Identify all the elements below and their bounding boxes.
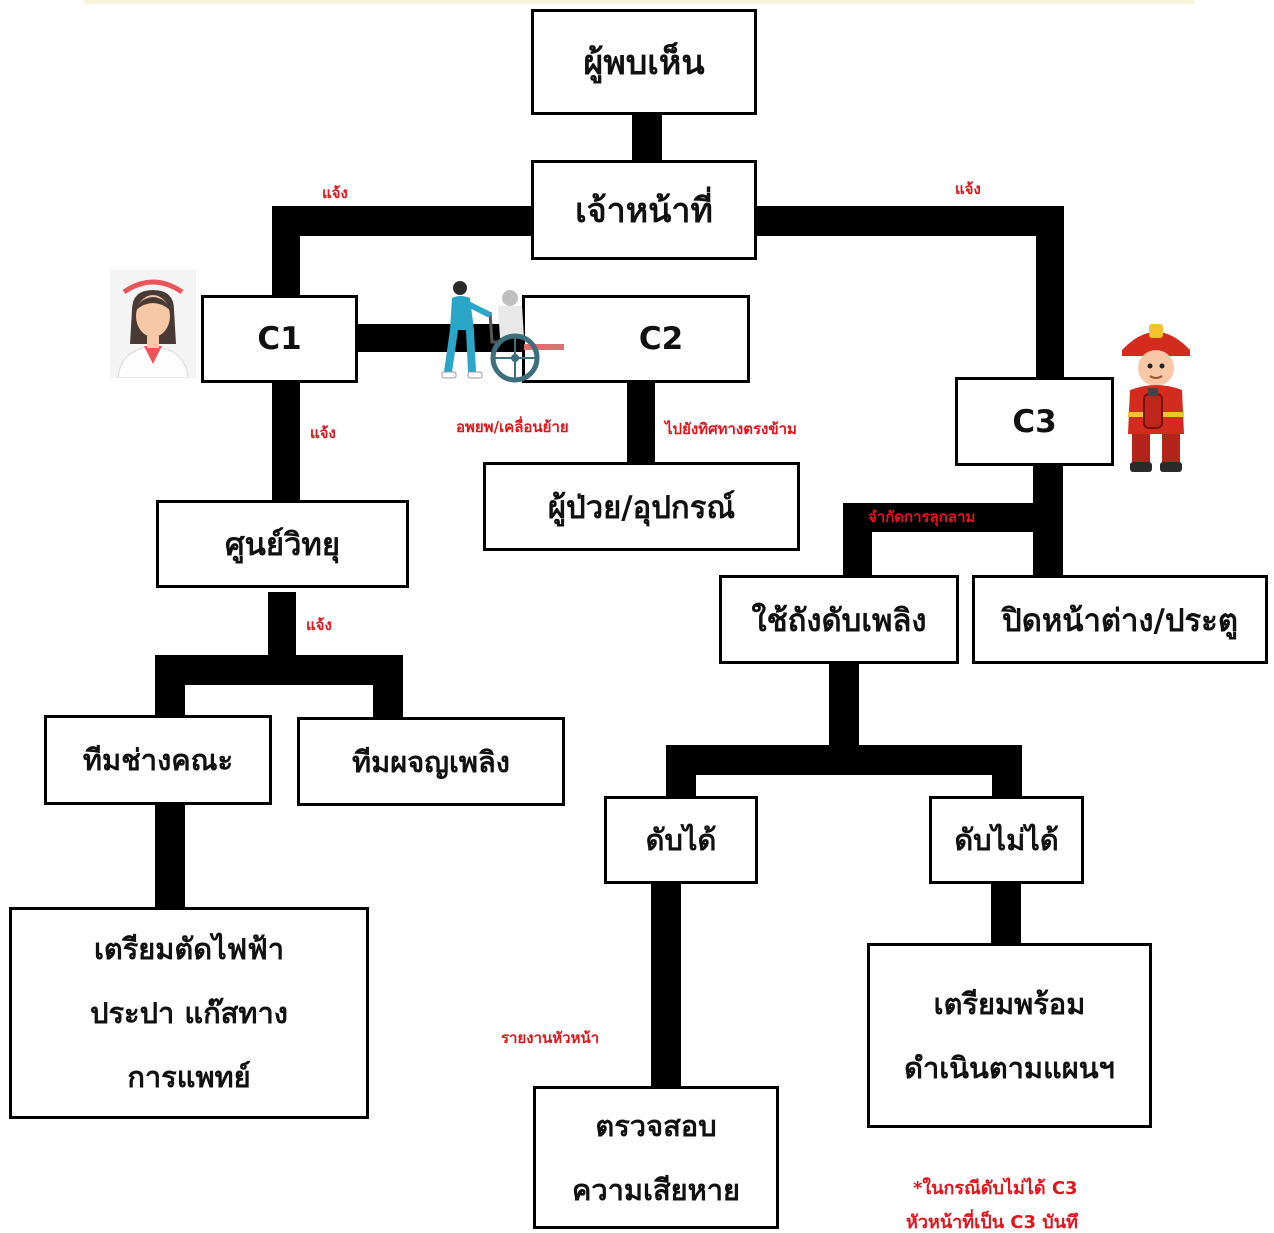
node-c3-text: C3 <box>1012 403 1057 440</box>
connector-radio-down <box>268 592 296 656</box>
connector-tech-prepare <box>155 804 185 910</box>
firefighter-extinguisher-icon <box>1122 324 1190 472</box>
connector-officer-left-h <box>272 206 532 236</box>
node-tech-team-text: ทีมช่างคณะ <box>82 743 234 777</box>
node-c2-text: C2 <box>638 321 684 357</box>
node-patient-equipment: ผู้ป่วย/อุปกรณ์ <box>483 462 800 551</box>
node-extinguished-text: ดับได้ <box>645 823 717 857</box>
connector-outcomes-right-v <box>992 745 1022 798</box>
footnote-line-1: *ในกรณีดับไม่ได้ C3 <box>913 1178 1078 1199</box>
connector-teams-left-v <box>155 655 185 718</box>
node-tech-team: ทีมช่างคณะ <box>44 715 272 805</box>
label-report-head: รายงานหัวหน้า <box>501 1029 600 1047</box>
node-use-extinguisher: ใช้ถังดับเพลิง <box>719 575 959 664</box>
node-officer: เจ้าหน้าที่ <box>531 160 757 260</box>
node-not-extinguished: ดับไม่ได้ <box>929 796 1084 884</box>
caregiver-wheelchair-icon <box>441 281 564 383</box>
node-radio-center-text: ศูนย์วิทยุ <box>224 527 341 563</box>
node-finder: ผู้พบเห็น <box>531 9 757 115</box>
label-notify-right: แจ้ง <box>955 180 981 198</box>
node-not-extinguished-text: ดับไม่ได้ <box>954 823 1059 857</box>
label-notify-left: แจ้ง <box>322 184 348 202</box>
node-prepare-cutoff-line-1: เตรียมตัดไฟฟ้า <box>93 932 285 966</box>
node-prepare-plan-line-1: เตรียมพร้อม <box>933 986 1086 1021</box>
node-fire-team: ทีมผจญเพลิง <box>297 717 565 806</box>
node-inspect-damage: ตรวจสอบ ความเสียหาย <box>533 1086 779 1229</box>
label-notify-radio-teams: แจ้ง <box>306 616 332 634</box>
connector-outcomes-left-v <box>666 745 696 798</box>
node-radio-center: ศูนย์วิทยุ <box>156 500 409 588</box>
node-prepare-plan-line-2: ดำเนินตามแผนฯ <box>904 1050 1115 1085</box>
label-notify-c1-radio: แจ้ง <box>310 424 336 442</box>
connector-officer-right-v <box>1036 206 1064 380</box>
node-inspect-damage-line-1: ตรวจสอบ <box>595 1108 717 1143</box>
connector-finder-officer <box>632 113 662 162</box>
connector-outcomes-h <box>666 745 1022 775</box>
connector-officer-right-h <box>757 206 1063 236</box>
connector-teams-right-v <box>373 655 403 720</box>
connector-extinguished-inspect <box>651 882 681 1088</box>
label-evacuate: อพยพ/เคลื่อนย้าย <box>456 418 569 436</box>
connector-extinguisher-down <box>829 662 859 745</box>
footnote-line-2: หัวหน้าที่เป็น C3 บันทึ <box>906 1212 1078 1233</box>
label-limit-spread: จำกัดการลุกลาม <box>868 508 976 526</box>
connector-c1-radio <box>272 382 300 502</box>
node-patient-equipment-text: ผู้ป่วย/อุปกรณ์ <box>547 489 736 526</box>
connector-c2-patient <box>627 382 655 464</box>
node-finder-text: ผู้พบเห็น <box>583 43 705 83</box>
node-prepare-cutoff-line-3: การแพทย์ <box>127 1060 251 1094</box>
connector-spread-h <box>843 503 1063 532</box>
node-close-windows-text: ปิดหน้าต่าง/ประตู <box>1002 602 1238 639</box>
node-extinguished: ดับได้ <box>604 796 758 884</box>
node-fire-team-text: ทีมผจญเพลิง <box>352 744 510 779</box>
node-c1-text: C1 <box>257 321 302 357</box>
node-officer-text: เจ้าหน้าที่ <box>575 191 713 231</box>
connector-teams-h <box>155 655 403 685</box>
node-c1: C1 <box>201 295 358 383</box>
label-opposite-direction: ไปยังทิศทางตรงข้าม <box>665 420 797 438</box>
node-prepare-plan: เตรียมพร้อม ดำเนินตามแผนฯ <box>867 943 1152 1128</box>
node-c3: C3 <box>955 377 1114 466</box>
node-prepare-cutoff: เตรียมตัดไฟฟ้า ประปา แก๊สทาง การแพทย์ <box>9 907 369 1119</box>
node-use-extinguisher-text: ใช้ถังดับเพลิง <box>751 602 927 639</box>
connector-spread-v <box>843 503 872 579</box>
node-close-windows: ปิดหน้าต่าง/ประตู <box>972 575 1268 664</box>
node-inspect-damage-line-2: ความเสียหาย <box>571 1172 741 1207</box>
node-prepare-cutoff-line-2: ประปา แก๊สทาง <box>90 996 288 1030</box>
node-c2: C2 <box>522 295 750 383</box>
nurse-icon <box>110 270 196 378</box>
connector-officer-left-v <box>272 206 300 297</box>
top-banner-strip <box>84 0 1194 4</box>
connector-not-extinguished-plan <box>991 882 1021 946</box>
